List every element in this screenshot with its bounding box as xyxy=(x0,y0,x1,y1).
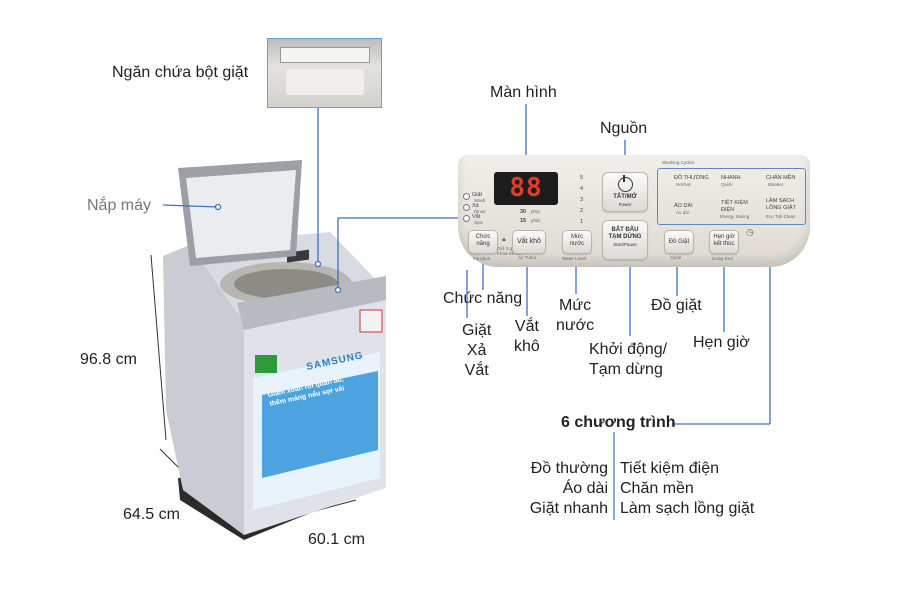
air-turbo-en: Air Turbo xyxy=(518,255,536,260)
lock-icon: 🔒︎ xyxy=(502,237,506,242)
program-blanket: Chăn mền xyxy=(620,479,754,499)
clock-icon: ◷ xyxy=(746,230,754,235)
program-quick: Giặt nhanh xyxy=(528,499,608,519)
label-wash-cycle: Đồ giặt xyxy=(651,297,702,315)
label-water-level-1: Mức xyxy=(556,296,594,316)
cycles-header: Washing Cycles xyxy=(662,160,694,165)
programs-left-list: Đồ thường Áo dài Giặt nhanh xyxy=(528,459,608,519)
water-level-button[interactable]: Mức nước xyxy=(562,230,592,254)
label-spin-dry-1: Vắt xyxy=(514,317,540,337)
function-button-line2: năng xyxy=(476,241,489,247)
rinse-indicator xyxy=(463,204,470,211)
level-1: 1 xyxy=(580,219,583,226)
option-spin-en: Spin xyxy=(474,220,483,225)
water-level-line2: nước xyxy=(570,241,584,247)
level-2: 2 xyxy=(580,208,583,215)
delay-end-button[interactable]: Hẹn giờ kết thúc xyxy=(709,230,739,254)
programs-title: 6 chương trình xyxy=(561,414,676,432)
air-turbo-button[interactable]: Vắt khô xyxy=(512,230,546,254)
label-detergent-drawer: Ngăn chứa bột giặt xyxy=(112,64,248,82)
start-button-line2: TẠM DỪNG xyxy=(609,234,642,240)
label-power: Nguồn xyxy=(600,120,647,138)
drawer-front xyxy=(286,69,364,95)
power-icon xyxy=(618,177,633,192)
program-aodai: Áo dài xyxy=(528,479,608,499)
cycle-tubclean: LÀM SẠCH LỒNG GIẶT xyxy=(766,198,802,211)
cycle-aodai-en: Áo dài xyxy=(676,210,689,215)
label-pause: Tạm dừng xyxy=(589,360,667,380)
timer-mark-15: 15 xyxy=(520,218,526,225)
label-function: Chức năng xyxy=(443,290,522,308)
water-level-line1: Mức xyxy=(571,234,583,240)
warning-sticker xyxy=(360,310,382,332)
label-spin-dry-2: khô xyxy=(514,337,540,357)
level-5: 5 xyxy=(580,175,583,182)
label-water-level: Mức nước xyxy=(556,296,594,336)
washing-machine xyxy=(163,160,386,540)
function-button-line1: Chức xyxy=(476,234,491,240)
function-button[interactable]: Chức năng xyxy=(468,230,498,254)
cycle-energy-en: Energy Saving xyxy=(720,214,749,219)
delay-end-line1: Hẹn giờ xyxy=(713,234,734,240)
cycle-normal-en: Normal xyxy=(676,182,691,187)
timer-mark-30: 30 xyxy=(520,209,526,216)
spin-indicator xyxy=(463,215,470,222)
start-pause-button[interactable]: BẮT ĐẦU TẠM DỪNG Start/Pause xyxy=(602,220,648,260)
label-timer: Hẹn giờ xyxy=(693,334,750,352)
dimension-depth: 64.5 cm xyxy=(123,506,180,524)
label-start: Khởi động/ xyxy=(589,340,667,360)
cycle-aodai: ÁO DÀI xyxy=(674,203,693,210)
level-3: 3 xyxy=(580,197,583,204)
start-button-line1: BẮT ĐẦU xyxy=(612,227,639,233)
label-wash-rinse-spin: Giặt Xả Vắt xyxy=(462,321,491,381)
label-spin-dry: Vắt khô xyxy=(514,317,540,357)
energy-label xyxy=(255,355,277,373)
label-screen: Màn hình xyxy=(490,84,557,102)
cycle-blanket: CHĂN MỀN xyxy=(766,175,795,182)
power-button-label: TẮT/MỞ xyxy=(603,194,647,201)
cycle-normal: ĐỒ THƯỜNG xyxy=(674,175,709,182)
cycle-blanket-en: Blanket xyxy=(768,182,783,187)
wash-indicator xyxy=(463,193,470,200)
start-button-en: Start/Pause xyxy=(613,242,637,247)
label-rinse: Xả xyxy=(462,341,491,361)
lid-glass xyxy=(186,170,296,258)
dimension-height: 96.8 cm xyxy=(80,351,137,369)
air-turbo-label: Vắt khô xyxy=(517,238,541,245)
label-spin: Vắt xyxy=(462,361,491,381)
detergent-drawer-photo xyxy=(267,38,382,108)
dimension-width: 60.1 cm xyxy=(308,531,365,549)
timer-unit-30: phút xyxy=(531,209,540,214)
panel-display: 88 xyxy=(494,172,558,205)
cycle-button[interactable]: Đồ Giặt xyxy=(664,230,694,254)
cycle-energy: TIẾT KIỆM ĐIỆN xyxy=(721,200,755,213)
power-button-en: Power xyxy=(603,201,647,208)
delay-end-line2: kết thúc xyxy=(713,241,734,247)
water-level-en: Water Level xyxy=(562,256,586,261)
cycle-tubclean-en: Eco Tub Clean xyxy=(766,214,796,219)
cycle-quick-en: Quick xyxy=(721,182,733,187)
label-wash: Giặt xyxy=(462,321,491,341)
level-4: 4 xyxy=(580,186,583,193)
label-start-pause: Khởi động/ Tạm dừng xyxy=(589,340,667,380)
delay-end-en: Delay End xyxy=(712,256,733,261)
drawer-slot xyxy=(280,47,370,63)
cycle-button-en: Cycle xyxy=(670,255,681,260)
function-button-en: Function xyxy=(473,256,490,261)
program-energy: Tiết kiệm điện xyxy=(620,459,754,479)
label-water-level-2: nước xyxy=(556,316,594,336)
programs-right-list: Tiết kiệm điện Chăn mền Làm sạch lồng gi… xyxy=(620,459,754,519)
program-tubclean: Làm sạch lồng giặt xyxy=(620,499,754,519)
cycle-quick: NHANH xyxy=(721,175,741,182)
timer-unit-15: phút xyxy=(531,218,540,223)
label-lid: Nắp máy xyxy=(87,197,151,215)
power-button[interactable]: TẮT/MỞ Power xyxy=(602,172,648,212)
program-normal: Đồ thường xyxy=(528,459,608,479)
cycle-button-label: Đồ Giặt xyxy=(669,239,689,245)
